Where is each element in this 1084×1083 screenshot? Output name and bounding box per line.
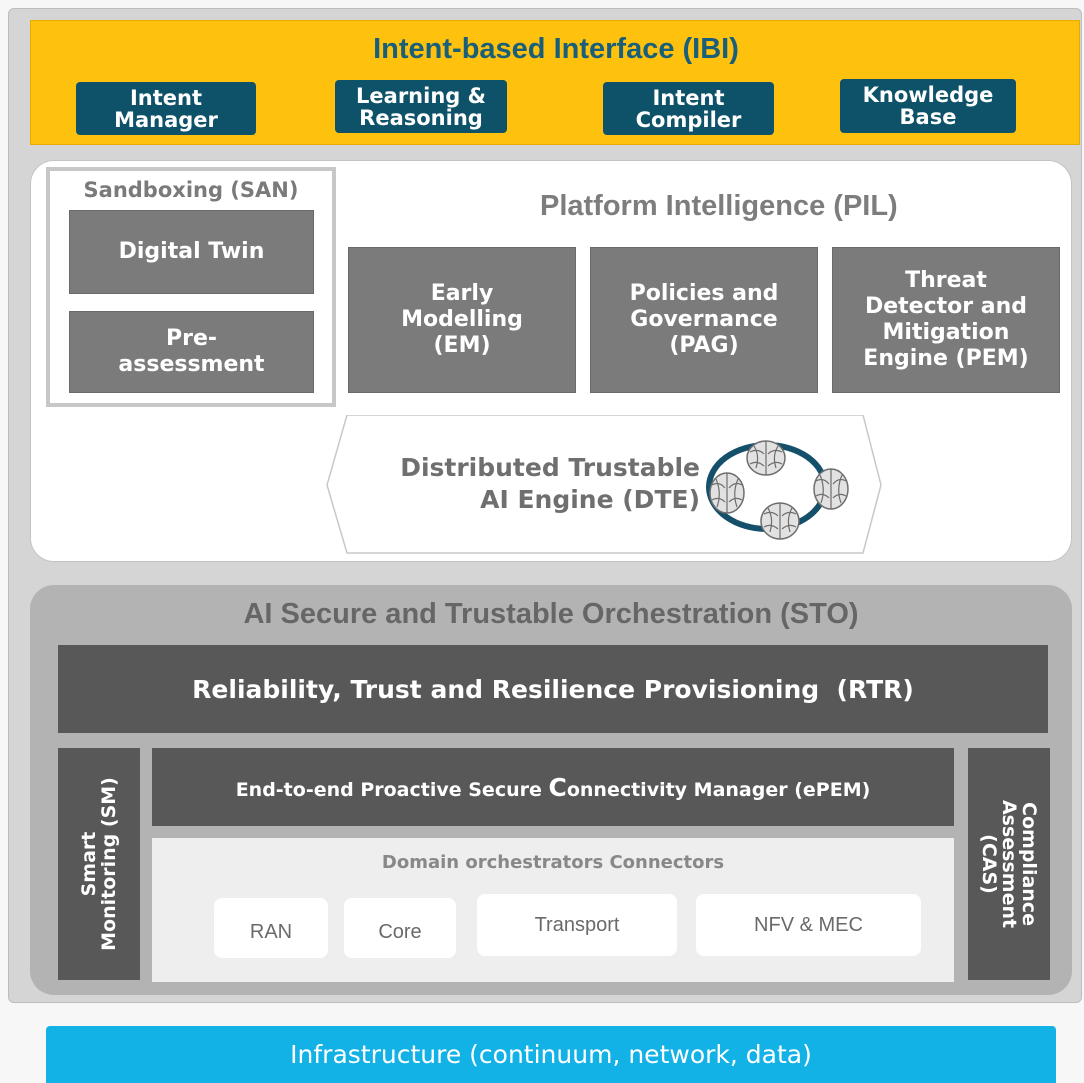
pem-line3: Mitigation: [882, 320, 1010, 345]
pre-assessment-line1: Pre-: [165, 326, 217, 351]
pem-line2: Detector and: [864, 294, 1028, 319]
cas-line1: Compliance: [1018, 802, 1040, 926]
brain-icon: [746, 440, 786, 476]
connector-nfv-mec-label: NFV & MEC: [754, 913, 863, 936]
sandboxing-title: Sandboxing (SAN): [83, 178, 299, 202]
cas-line3: (CAS): [978, 834, 1000, 894]
digital-twin-box: Digital Twin: [69, 210, 314, 294]
smart-monitoring-label: Smart Monitoring (SM): [78, 777, 120, 951]
knowledge-base-line1: Knowledge: [862, 83, 994, 107]
digital-twin-label: Digital Twin: [118, 239, 265, 264]
brain-icon: [813, 468, 849, 510]
em-line1: Early: [430, 281, 494, 306]
rtr-bar: Reliability, Trust and Resilience Provis…: [58, 645, 1048, 733]
connector-ran: RAN: [214, 898, 328, 958]
sm-line2: Monitoring (SM): [98, 777, 120, 951]
infrastructure-label: Infrastructure (continuum, network, data…: [290, 1040, 812, 1069]
pag-line3: (PAG): [669, 333, 739, 358]
learning-reasoning-box: Learning &Reasoning: [335, 80, 507, 133]
dte-line2: AI Engine (DTE): [480, 485, 700, 514]
epem-post: onnectivity Manager (ePEM): [566, 778, 871, 801]
intent-compiler-line2: Compiler: [635, 107, 742, 132]
intent-compiler-line1: Intent: [652, 85, 725, 110]
epem-big-c: C: [548, 772, 567, 802]
sm-line1: Smart: [78, 831, 100, 897]
connector-transport: Transport: [477, 894, 677, 956]
pre-assessment-line2: assessment: [118, 352, 265, 377]
connector-nfv-mec: NFV & MEC: [696, 894, 921, 956]
dte-line1: Distributed Trustable: [400, 453, 700, 482]
knowledge-base-line2: Base: [899, 105, 957, 129]
epem-label: End-to-end Proactive Secure Connectivity…: [236, 773, 871, 802]
em-line2: Modelling: [401, 307, 523, 332]
smart-monitoring-bar: [58, 748, 140, 980]
ibi-title: Intent-based Interface (IBI): [373, 33, 739, 65]
domain-orchestrators-title: Domain orchestrators Connectors: [381, 852, 725, 873]
pre-assessment-box: Pre-assessment: [69, 311, 314, 393]
learning-reasoning-line2: Reasoning: [359, 105, 483, 130]
intent-manager-line2: Manager: [114, 107, 218, 132]
connector-core-label: Core: [378, 920, 422, 943]
brain-icon: [709, 472, 745, 514]
cas-line2: Assessment: [998, 799, 1020, 929]
connector-transport-label: Transport: [534, 913, 620, 936]
dte-label: Distributed Trustable AI Engine (DTE): [360, 452, 700, 516]
pem-line1: Threat: [905, 268, 987, 293]
sto-title: AI Secure and Trustable Orchestration (S…: [243, 598, 859, 630]
pag-line1: Policies and: [629, 281, 779, 306]
brain-icon: [760, 502, 800, 540]
connector-ran-label: RAN: [249, 920, 293, 943]
compliance-assessment-bar: [968, 748, 1050, 980]
pil-title: Platform Intelligence (PIL): [540, 190, 898, 222]
intent-manager-line1: Intent: [129, 85, 203, 110]
pag-line2: Governance: [630, 307, 778, 332]
infrastructure-bar: Infrastructure (continuum, network, data…: [46, 1026, 1056, 1083]
learning-reasoning-line1: Learning &: [356, 83, 486, 108]
epem-bar: End-to-end Proactive Secure Connectivity…: [152, 748, 954, 826]
rtr-label: Reliability, Trust and Resilience Provis…: [192, 674, 914, 704]
em-line3: (EM): [433, 333, 491, 358]
connector-core: Core: [344, 898, 456, 958]
pem-line4: Engine (PEM): [863, 346, 1029, 371]
compliance-assessment-label: Compliance Assessment (CAS): [978, 799, 1040, 929]
epem-pre: End-to-end Proactive Secure: [235, 778, 549, 801]
